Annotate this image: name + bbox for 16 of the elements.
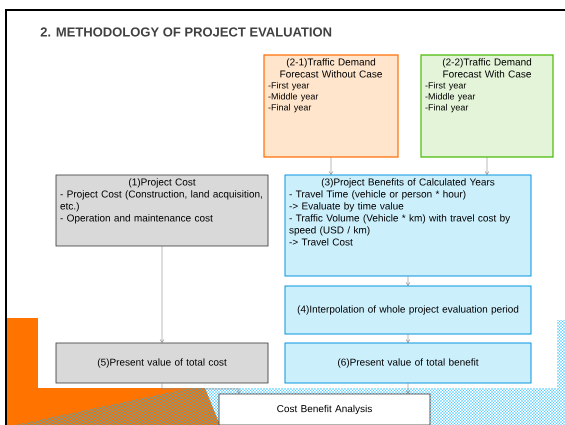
arrow xyxy=(484,156,490,175)
slide-title: 2. METHODOLOGY OF PROJECT EVALUATION xyxy=(40,27,332,37)
process-box: (6)Present value of total benefit xyxy=(284,342,532,384)
forecast-box: (2-2)Traffic Demand Forecast With Case -First year -Middle year -Final year xyxy=(420,54,554,158)
cost-box: (1)Project Cost - Project Cost (Construction, land acquisition, etc.) - Operation and maintenance cost xyxy=(56,174,268,246)
arrow xyxy=(328,156,334,175)
arrow xyxy=(406,334,410,343)
arrow xyxy=(406,276,410,286)
cost-box: (5)Present value of total cost xyxy=(56,342,268,384)
arrow xyxy=(406,382,410,394)
benefit-box: (3)Project Benefits of Calculated Years - Travel Time (vehicle or person * hour) -> Evaluate by time value - Traffic Volume (Vehicle * km) with travel cost by speed (USD / km) -> Travel Cost xyxy=(284,174,532,276)
process-box: (4)Interpolation of whole project evaluation period xyxy=(284,285,532,334)
arrow xyxy=(162,382,242,394)
arrow xyxy=(160,246,164,343)
analysis-box: Cost Benefit Analysis xyxy=(218,394,430,425)
forecast-box: (2-1)Traffic Demand Forecast Without Case -First year -Middle year -Final year xyxy=(263,54,399,158)
